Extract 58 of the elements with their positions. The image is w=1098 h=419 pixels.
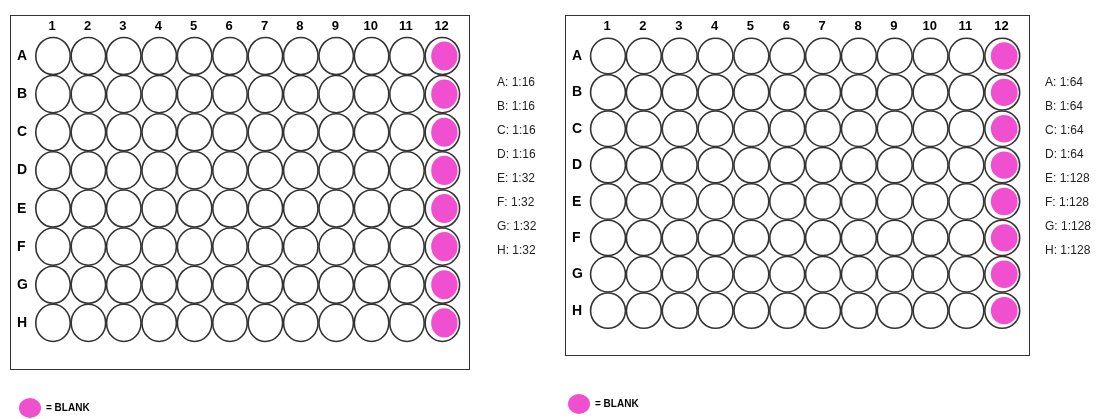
column-number: 3 <box>119 19 127 32</box>
dilution-label: E: 1:32 <box>497 172 536 184</box>
dilution-label: B: 1:16 <box>497 100 536 112</box>
dilution-label: H: 1:32 <box>497 244 536 256</box>
row-letter: H <box>17 314 28 329</box>
column-number: 6 <box>782 19 790 32</box>
column-number: 5 <box>190 19 198 32</box>
dilution-label: D: 1:16 <box>497 148 536 160</box>
legend-text: = BLANK <box>46 403 90 413</box>
legend-text: = BLANK <box>595 399 639 409</box>
dilution-label: A: 1:16 <box>497 76 536 88</box>
row-letter: F <box>17 238 26 253</box>
row-letter: C <box>572 120 583 135</box>
column-number: 1 <box>603 19 611 32</box>
column-number: 4 <box>711 19 719 32</box>
column-number: 10 <box>922 19 938 32</box>
column-number: 2 <box>83 19 92 32</box>
row-letter: H <box>572 302 583 317</box>
row-letter: A <box>572 48 583 62</box>
row-letter: E <box>17 200 27 215</box>
dilution-label: C: 1:64 <box>1045 124 1084 136</box>
column-number: 3 <box>675 19 683 32</box>
dilution-label: E: 1:128 <box>1045 172 1090 184</box>
dilution-label: F: 1:32 <box>497 196 535 208</box>
column-number: 9 <box>331 19 339 32</box>
column-number: 11 <box>958 19 973 32</box>
row-letter: E <box>572 193 582 208</box>
dilution-label: B: 1:64 <box>1045 100 1084 112</box>
row-letter: D <box>572 157 583 172</box>
row-letter: C <box>17 124 28 139</box>
row-letter: G <box>572 266 583 281</box>
column-number: 11 <box>398 19 413 32</box>
column-number: 9 <box>890 19 898 32</box>
dilution-label: F: 1:128 <box>1045 196 1090 208</box>
row-letter: G <box>17 276 28 291</box>
dilution-label: C: 1:16 <box>497 124 536 136</box>
column-number: 7 <box>260 19 269 32</box>
row-letter: F <box>572 229 581 244</box>
dilution-label: H: 1:128 <box>1045 244 1091 256</box>
column-number: 2 <box>639 19 647 32</box>
column-number: 5 <box>746 19 755 32</box>
column-number: 6 <box>225 19 233 32</box>
column-number: 12 <box>434 19 449 32</box>
column-number: 7 <box>818 19 826 32</box>
column-number: 8 <box>296 19 304 32</box>
row-letter: A <box>17 48 28 62</box>
row-letter: D <box>17 162 28 177</box>
dilution-label: D: 1:64 <box>1045 148 1084 160</box>
row-letter: B <box>572 84 583 99</box>
column-number: 10 <box>363 19 379 32</box>
dilution-label: G: 1:32 <box>497 220 537 232</box>
column-number: 8 <box>854 19 862 32</box>
column-number: 12 <box>994 19 1009 32</box>
column-number: 1 <box>48 19 56 32</box>
row-letter: B <box>17 86 28 101</box>
dilution-label: A: 1:64 <box>1045 76 1084 88</box>
dilution-label: G: 1:128 <box>1045 220 1092 232</box>
column-number: 4 <box>154 19 162 32</box>
